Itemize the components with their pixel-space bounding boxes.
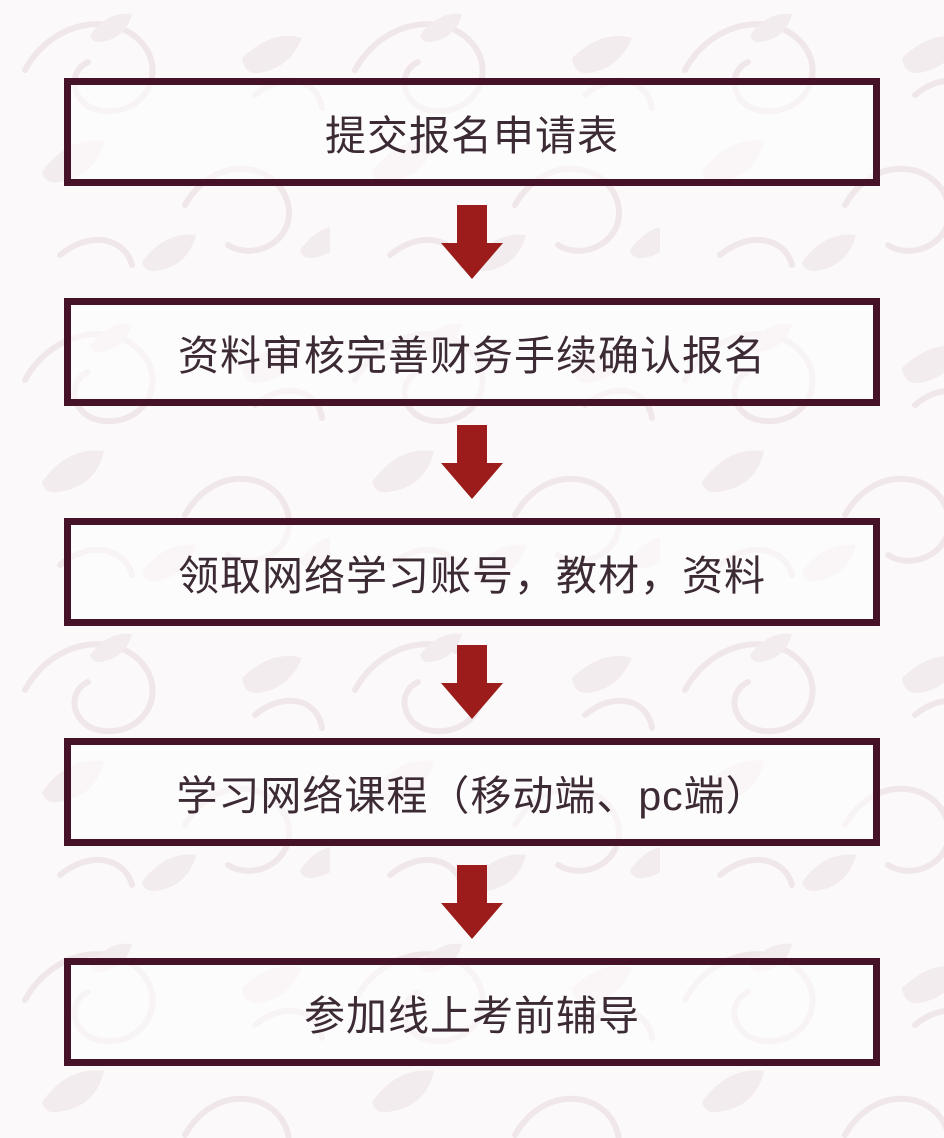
flow-step-5: 参加线上考前辅导 bbox=[64, 958, 880, 1066]
arrow-stem bbox=[457, 425, 487, 465]
flow-step-1: 提交报名申请表 bbox=[64, 78, 880, 186]
down-arrow-icon bbox=[441, 865, 503, 939]
arrow-head bbox=[441, 463, 503, 499]
down-arrow-icon bbox=[441, 645, 503, 719]
arrow-stem bbox=[457, 645, 487, 685]
flow-step-4-label: 学习网络课程（移动端、pc端） bbox=[176, 773, 768, 819]
arrow-stem bbox=[457, 865, 487, 905]
flow-step-3: 领取网络学习账号，教材，资料 bbox=[64, 518, 880, 626]
arrow-stem bbox=[457, 205, 487, 245]
flow-step-2-label: 资料审核完善财务手续确认报名 bbox=[178, 333, 766, 379]
flow-step-2: 资料审核完善财务手续确认报名 bbox=[64, 298, 880, 406]
flow-step-4: 学习网络课程（移动端、pc端） bbox=[64, 738, 880, 846]
flowchart: 提交报名申请表 资料审核完善财务手续确认报名 领取网络学习账号，教材，资料 学习… bbox=[64, 78, 880, 1066]
arrow-head bbox=[441, 243, 503, 279]
flow-step-1-label: 提交报名申请表 bbox=[325, 113, 619, 159]
flow-step-5-label: 参加线上考前辅导 bbox=[304, 993, 640, 1039]
arrow-head bbox=[441, 683, 503, 719]
down-arrow-icon bbox=[441, 205, 503, 279]
down-arrow-icon bbox=[441, 425, 503, 499]
flow-step-3-label: 领取网络学习账号，教材，资料 bbox=[178, 553, 766, 599]
arrow-head bbox=[441, 903, 503, 939]
